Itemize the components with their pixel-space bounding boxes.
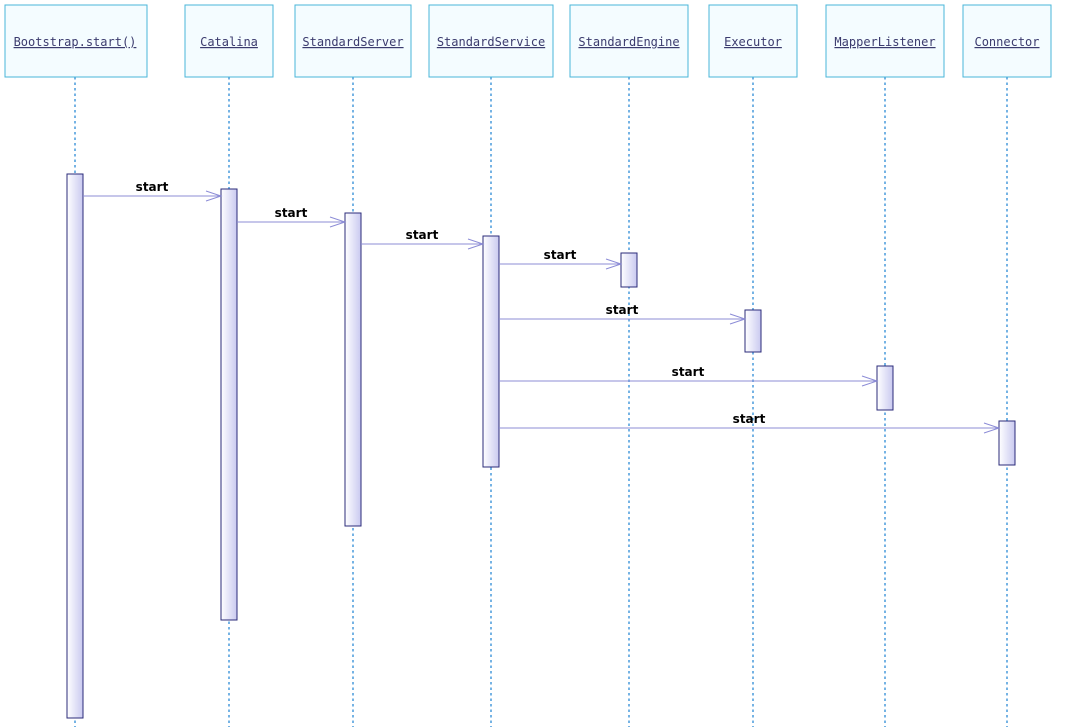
activation-bar-catalina[interactable] bbox=[220, 188, 238, 621]
message-label: start bbox=[544, 248, 577, 262]
lifeline-label: StandardEngine bbox=[578, 35, 679, 49]
message-standardservice-to-mapperlistener[interactable]: start bbox=[499, 365, 879, 387]
messages-layer: start start start start start start start bbox=[83, 180, 1001, 434]
open-arrowhead-icon bbox=[605, 258, 623, 270]
lifeline-label: Catalina bbox=[200, 35, 258, 49]
lifeline-connector: Connector bbox=[962, 4, 1052, 727]
lifeline-label: StandardServer bbox=[302, 35, 403, 49]
open-arrowhead-icon bbox=[861, 375, 879, 387]
lifeline-standardengine: StandardEngine bbox=[569, 4, 689, 727]
message-catalina-to-standardserver[interactable]: start bbox=[237, 206, 347, 228]
message-standardservice-to-connector[interactable]: start bbox=[499, 412, 1001, 434]
lifeline-header-box[interactable] bbox=[708, 4, 798, 78]
open-arrowhead-icon bbox=[983, 422, 1001, 434]
lifeline-header-box[interactable] bbox=[4, 4, 148, 78]
message-label: start bbox=[606, 303, 639, 317]
message-label: start bbox=[136, 180, 169, 194]
lifeline-standardservice: StandardService bbox=[428, 4, 554, 727]
lifeline-label: StandardService bbox=[437, 35, 545, 49]
activation-bar-connector[interactable] bbox=[998, 420, 1016, 466]
activation-bar-standardengine[interactable] bbox=[620, 252, 638, 288]
activation-bar-mapperlistener[interactable] bbox=[876, 365, 894, 411]
lifelines-layer: Bootstrap.start() Catalina StandardServer S… bbox=[4, 4, 1052, 727]
message-label: start bbox=[672, 365, 705, 379]
activations-layer bbox=[66, 173, 1016, 719]
message-label: start bbox=[733, 412, 766, 426]
message-standardserver-to-standardservice[interactable]: start bbox=[361, 228, 485, 250]
lifeline-label: MapperListener bbox=[834, 35, 935, 49]
lifeline-header-box[interactable] bbox=[428, 4, 554, 78]
activation-bar-bootstrap[interactable] bbox=[66, 173, 84, 719]
open-arrowhead-icon bbox=[205, 190, 223, 202]
open-arrowhead-icon bbox=[467, 238, 485, 250]
message-label: start bbox=[275, 206, 308, 220]
message-label: start bbox=[406, 228, 439, 242]
message-standardservice-to-executor[interactable]: start bbox=[499, 303, 747, 325]
lifeline-label: Connector bbox=[974, 35, 1039, 49]
activation-bar-standardserver[interactable] bbox=[344, 212, 362, 527]
lifeline-header-box[interactable] bbox=[825, 4, 945, 78]
message-bootstrap-to-catalina[interactable]: start bbox=[83, 180, 223, 202]
lifeline-header-box[interactable] bbox=[569, 4, 689, 78]
lifeline-label: Bootstrap.start() bbox=[14, 35, 137, 49]
open-arrowhead-icon bbox=[329, 216, 347, 228]
message-standardservice-to-standardengine[interactable]: start bbox=[499, 248, 623, 270]
lifeline-header-box[interactable] bbox=[962, 4, 1052, 78]
open-arrowhead-icon bbox=[729, 313, 747, 325]
activation-bar-executor[interactable] bbox=[744, 309, 762, 353]
lifeline-header-box[interactable] bbox=[294, 4, 412, 78]
lifeline-header-box[interactable] bbox=[184, 4, 274, 78]
lifeline-bootstrap: Bootstrap.start() bbox=[4, 4, 148, 727]
lifeline-label: Executor bbox=[724, 35, 782, 49]
activation-bar-standardservice[interactable] bbox=[482, 235, 500, 468]
lifeline-executor: Executor bbox=[708, 4, 798, 727]
